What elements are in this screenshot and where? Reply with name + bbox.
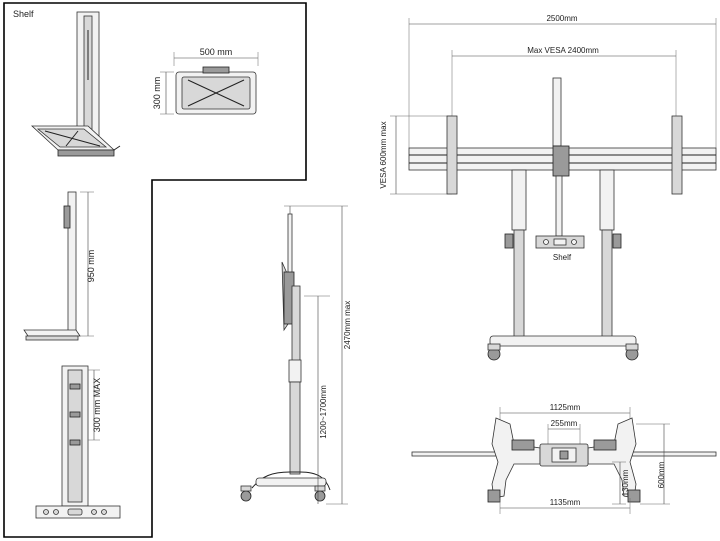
shelf-top-view: [160, 52, 259, 115]
shelf-isometric-view: [30, 11, 121, 157]
base-large-height-dimension: 600mm: [657, 461, 666, 488]
shelf-side-view: [23, 191, 94, 341]
shelf-width-dimension: 500 mm: [200, 47, 233, 57]
base-small-height-dimension: 130mm: [621, 469, 630, 496]
stand-front-view: [390, 18, 717, 361]
stand-side-view: [240, 205, 348, 505]
shelf-panel-title: Shelf: [13, 9, 34, 19]
base-inner-width-dimension: 255mm: [551, 419, 578, 428]
shelf-panel-frame: [3, 2, 307, 538]
overall-width-dimension: 2500mm: [546, 14, 577, 23]
stand-base-view: [411, 407, 717, 514]
max-vesa-width-dimension: Max VESA 2400mm: [527, 46, 599, 55]
shelf-height-dimension: 950 mm: [86, 250, 96, 283]
base-bottom-width-dimension: 1135mm: [550, 498, 581, 507]
shelf-front-view: [35, 365, 121, 519]
stand-max-height-dimension: 2470mm max: [343, 301, 352, 349]
vesa-height-dimension: VESA 600mm max: [379, 121, 388, 188]
stand-height-range-dimension: 1200~1700mm: [319, 385, 328, 439]
shelf-vesa-dimension: 300 mm MAX: [92, 378, 102, 433]
shelf-depth-dimension: 300 mm: [152, 77, 162, 110]
front-view-shelf-label: Shelf: [553, 253, 572, 262]
base-top-width-dimension: 1125mm: [550, 403, 581, 412]
